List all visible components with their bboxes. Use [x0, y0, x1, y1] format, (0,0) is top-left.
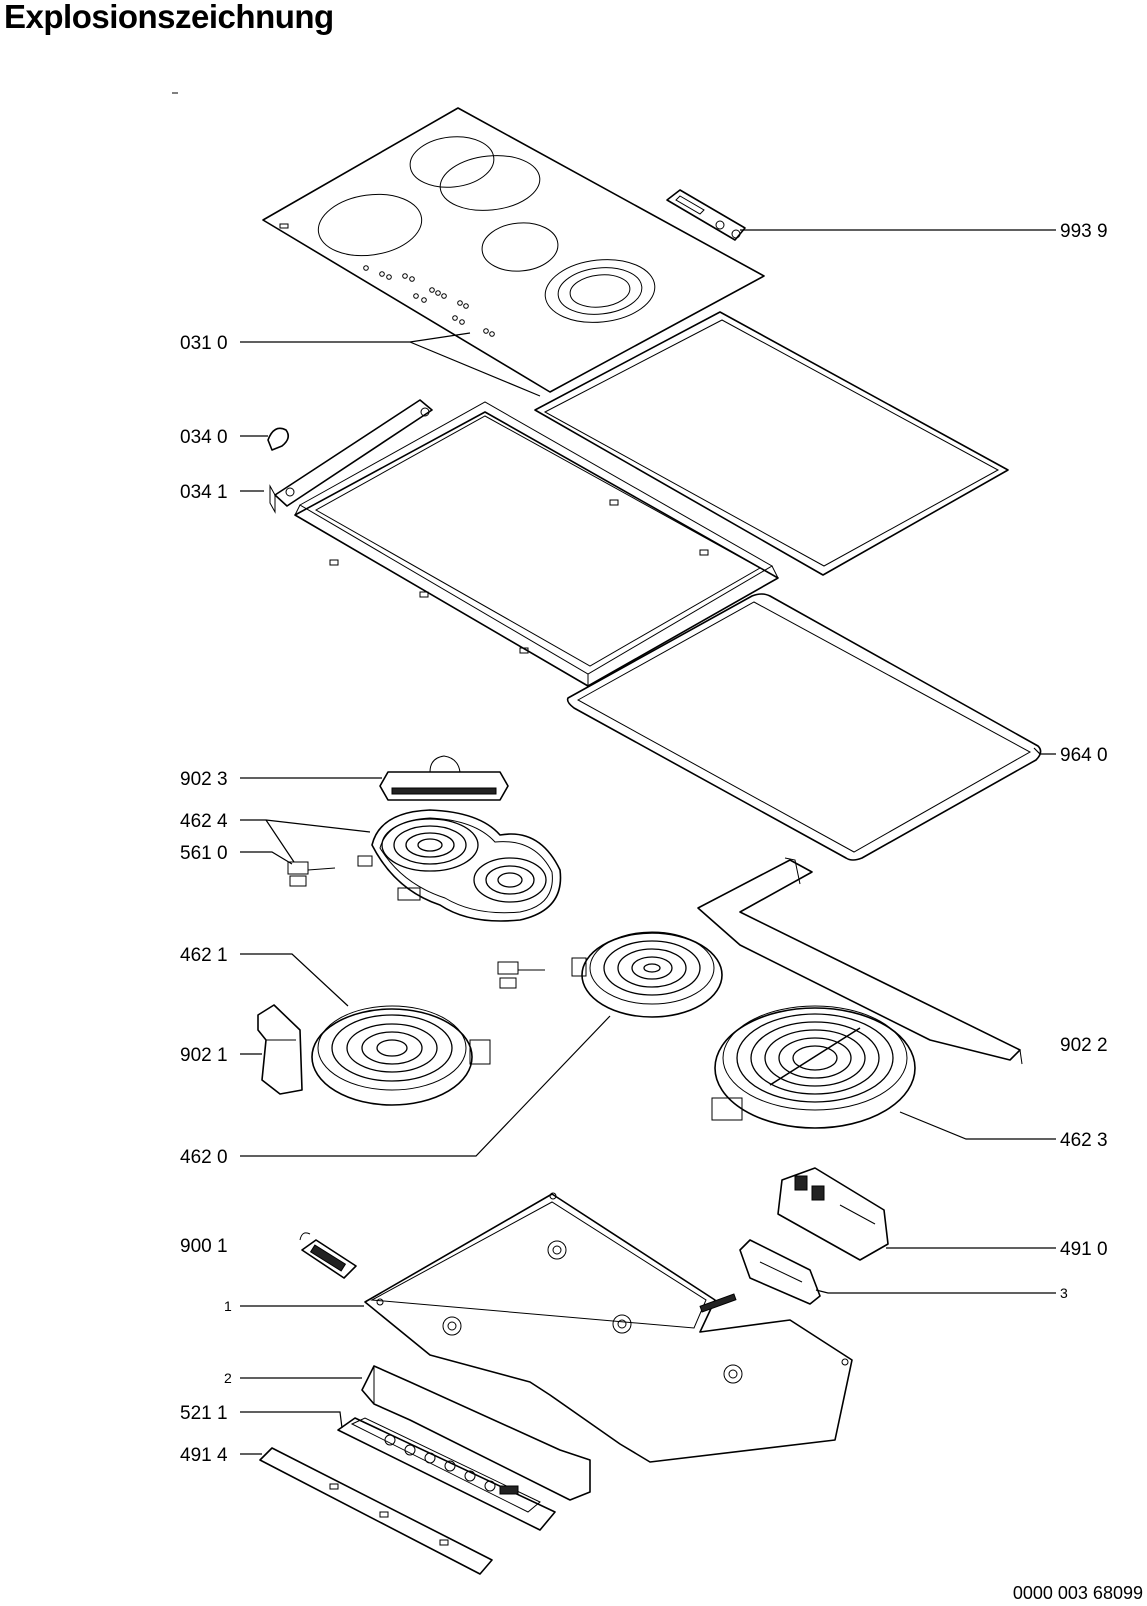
- label-031-0: 031 0: [180, 333, 228, 354]
- clip-900-1: [299, 1232, 357, 1279]
- label-462-1: 462 1: [180, 945, 228, 966]
- glass-cooktop-plate: [262, 107, 765, 393]
- heating-element-462-3: [711, 1005, 916, 1129]
- heating-element-462-0: [571, 931, 723, 1018]
- label-902-2: 902 2: [1060, 1035, 1108, 1056]
- gasket-frame-seal: [534, 311, 1009, 576]
- label-2: 2: [224, 1370, 232, 1386]
- bracket-902-2: [697, 857, 1023, 1065]
- temperature-limiter-561-0: [287, 861, 336, 887]
- heating-element-462-1: [311, 1005, 491, 1106]
- label-902-1: 902 1: [180, 1045, 228, 1066]
- control-panel-491-4: [259, 1447, 493, 1575]
- label-561-0: 561 0: [180, 843, 228, 864]
- connection-housing-491-0: [777, 1167, 889, 1261]
- page-title: Explosionszeichnung: [4, 0, 334, 35]
- bracket-902-1: [257, 1004, 303, 1095]
- dual-heating-element-462-4: [357, 809, 562, 922]
- document-number: 0000 003 68099: [1012, 1583, 1143, 1603]
- label-491-0: 491 0: [1060, 1239, 1108, 1260]
- cooktop-frame: [269, 399, 779, 687]
- label-900-1: 900 1: [180, 1236, 228, 1257]
- label-1: 1: [224, 1298, 232, 1314]
- leader-lines: [240, 229, 1056, 1455]
- base-tray: [364, 1192, 853, 1463]
- label-462-0: 462 0: [180, 1147, 228, 1168]
- seal-gasket-964-0: [566, 593, 1042, 861]
- clip-034-0: [267, 427, 290, 451]
- label-521-1: 521 1: [180, 1403, 228, 1424]
- label-3: 3: [1060, 1285, 1068, 1301]
- label-462-3: 462 3: [1060, 1130, 1108, 1151]
- label-034-1: 034 1: [180, 482, 228, 503]
- label-902-3: 902 3: [180, 769, 228, 790]
- bracket-902-3: [379, 755, 509, 801]
- bracket-part-3: [739, 1239, 821, 1305]
- label-462-4: 462 4: [180, 811, 228, 832]
- support-rail-part-2: [361, 1365, 591, 1501]
- mounting-bracket-993-9: [666, 189, 746, 241]
- label-034-0: 034 0: [180, 427, 228, 448]
- callout-labels: 993 9 031 0 034 0 034 1 964 0 902 3 462 …: [180, 221, 1108, 1466]
- temperature-limiter-small: [497, 961, 545, 989]
- touch-control-symbols: [279, 223, 495, 337]
- label-993-9: 993 9: [1060, 221, 1108, 242]
- label-491-4: 491 4: [180, 1445, 228, 1466]
- control-module-521-1: [337, 1417, 556, 1531]
- label-964-0: 964 0: [1060, 745, 1108, 766]
